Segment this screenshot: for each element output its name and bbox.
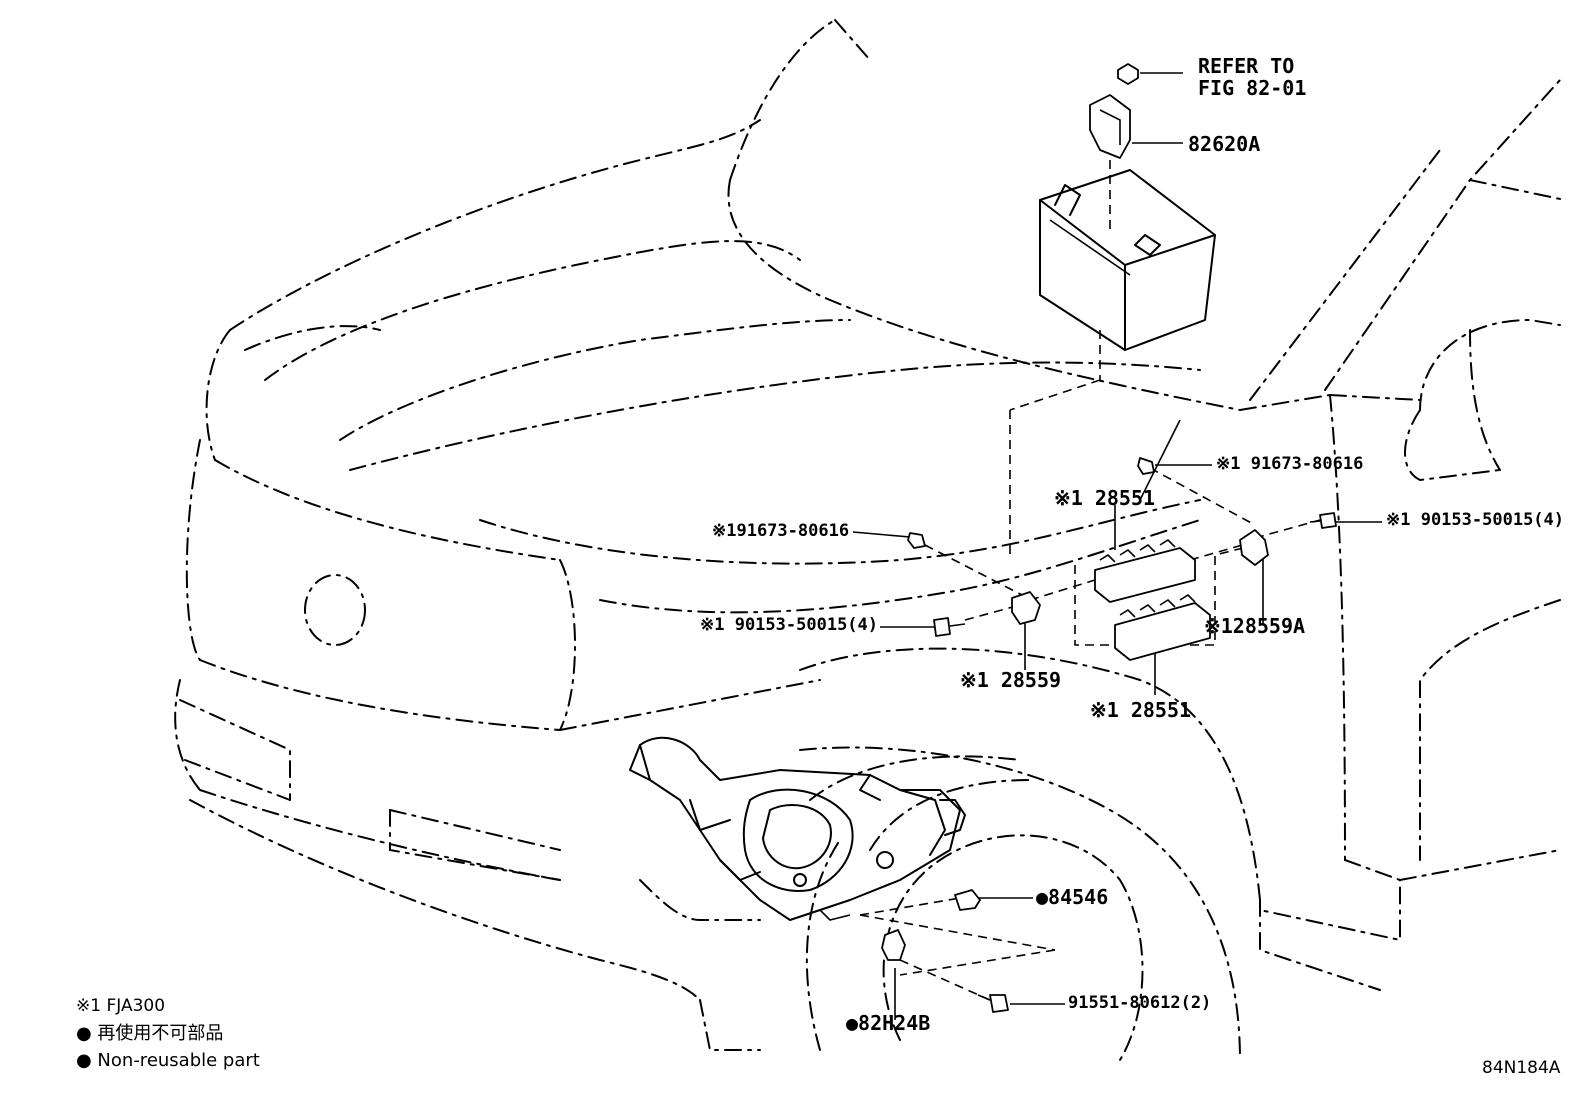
transfer-case-drawing (629, 736, 966, 921)
part-82H24B-label: ●82H24B (846, 1011, 931, 1035)
small-parts (881, 457, 1337, 1013)
part-90153-left-label: ※1 90153-50015(4) (700, 615, 879, 635)
vehicle-body-outline (174, 19, 1566, 1061)
legend-non-reusable-en: ● Non-reusable part (76, 1050, 260, 1071)
legend-non-reusable-jp: ● 再使用不可部品 (76, 1023, 224, 1044)
leader-lines (852, 72, 1382, 1020)
battery-drawing (1039, 169, 1216, 351)
part-91551-label: 91551-80612(2) (1068, 993, 1212, 1013)
battery-clamp-drawing (1089, 63, 1139, 159)
part-84546-label: ●84546 (1036, 885, 1109, 909)
part-28551-top-label: ※1 28551 (1054, 486, 1156, 510)
part-28551-bottom-label: ※1 28551 (1090, 698, 1192, 722)
part-91673-right-label: ※1 91673-80616 (1216, 454, 1364, 474)
part-28559A-label: ※128559A (1204, 614, 1306, 638)
figure-code: 84N184A (1482, 1058, 1561, 1078)
part-28559-label: ※1 28559 (960, 668, 1062, 692)
part-82620A-label: 82620A (1188, 132, 1261, 156)
legend-note-1: ※1 FJA300 (76, 996, 166, 1016)
part-90153-right-label: ※1 90153-50015(4) (1386, 510, 1565, 530)
refer-to-label: REFER TO (1198, 54, 1295, 78)
part-91673-left-label: ※191673-80616 (712, 521, 850, 541)
fig-ref-label: FIG 82-01 (1198, 76, 1307, 100)
